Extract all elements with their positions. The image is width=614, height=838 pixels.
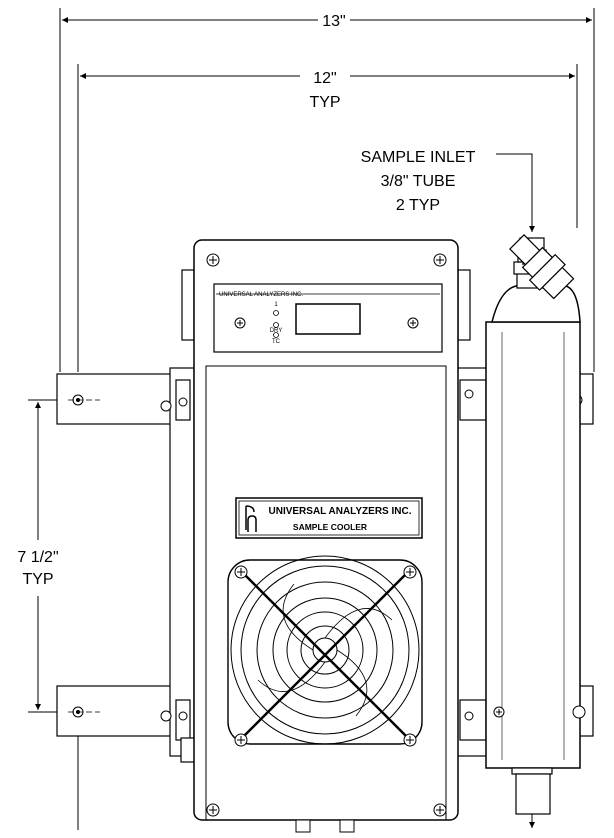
right-side-frame [454, 269, 488, 757]
bracket-width-label: 12" [313, 70, 336, 87]
nameplate-product: SAMPLE COOLER [293, 522, 367, 532]
hole-spacing-note: TYP [22, 571, 53, 588]
overall-width-label: 13" [322, 13, 345, 30]
front-panel-cover [205, 365, 447, 821]
left-frame-bolts [160, 397, 188, 722]
bracket-width-note: TYP [309, 94, 340, 111]
led-label-dry: DRY [270, 328, 283, 334]
panel-label: UNIVERSAL ANALYZERS INC. [219, 292, 303, 298]
left-side-frame [169, 269, 196, 763]
fan-assembly [227, 555, 423, 747]
cooling-column [485, 285, 581, 769]
inlet-callout-line1: SAMPLE INLET [361, 149, 476, 166]
bottom-connectors [295, 819, 355, 833]
fan-screws [234, 565, 417, 747]
enclosure-corner-screws [206, 253, 447, 817]
digital-display [295, 303, 361, 335]
led-label-tc: TC [272, 339, 281, 345]
inlet-leader [496, 153, 535, 232]
inlet-callout-line2: 3/8" TUBE [381, 173, 456, 190]
fan-blades [257, 583, 393, 717]
dimension-hole-spacing [28, 399, 98, 830]
right-frame-bolts [464, 389, 474, 721]
fan-guard-cross [241, 571, 409, 739]
inlet-fitting-angled [509, 234, 575, 300]
hole-centerlines [68, 399, 100, 713]
dimension-bracket-width [77, 64, 578, 372]
inlet-callout-line3: 2 TYP [396, 197, 440, 214]
company-logo-icon [245, 505, 257, 532]
drain-outlet [511, 767, 553, 828]
dimension-overall-width [59, 8, 595, 372]
fan-guard-rings [230, 555, 420, 745]
hole-spacing-label: 7 1/2" [17, 549, 58, 566]
status-leds [273, 310, 279, 338]
nameplate-company: UNIVERSAL ANALYZERS INC. [269, 506, 412, 517]
panel-screws [234, 317, 419, 329]
led-label-1: 1 [274, 302, 278, 308]
column-bolts [493, 705, 586, 719]
nameplate [235, 497, 423, 539]
